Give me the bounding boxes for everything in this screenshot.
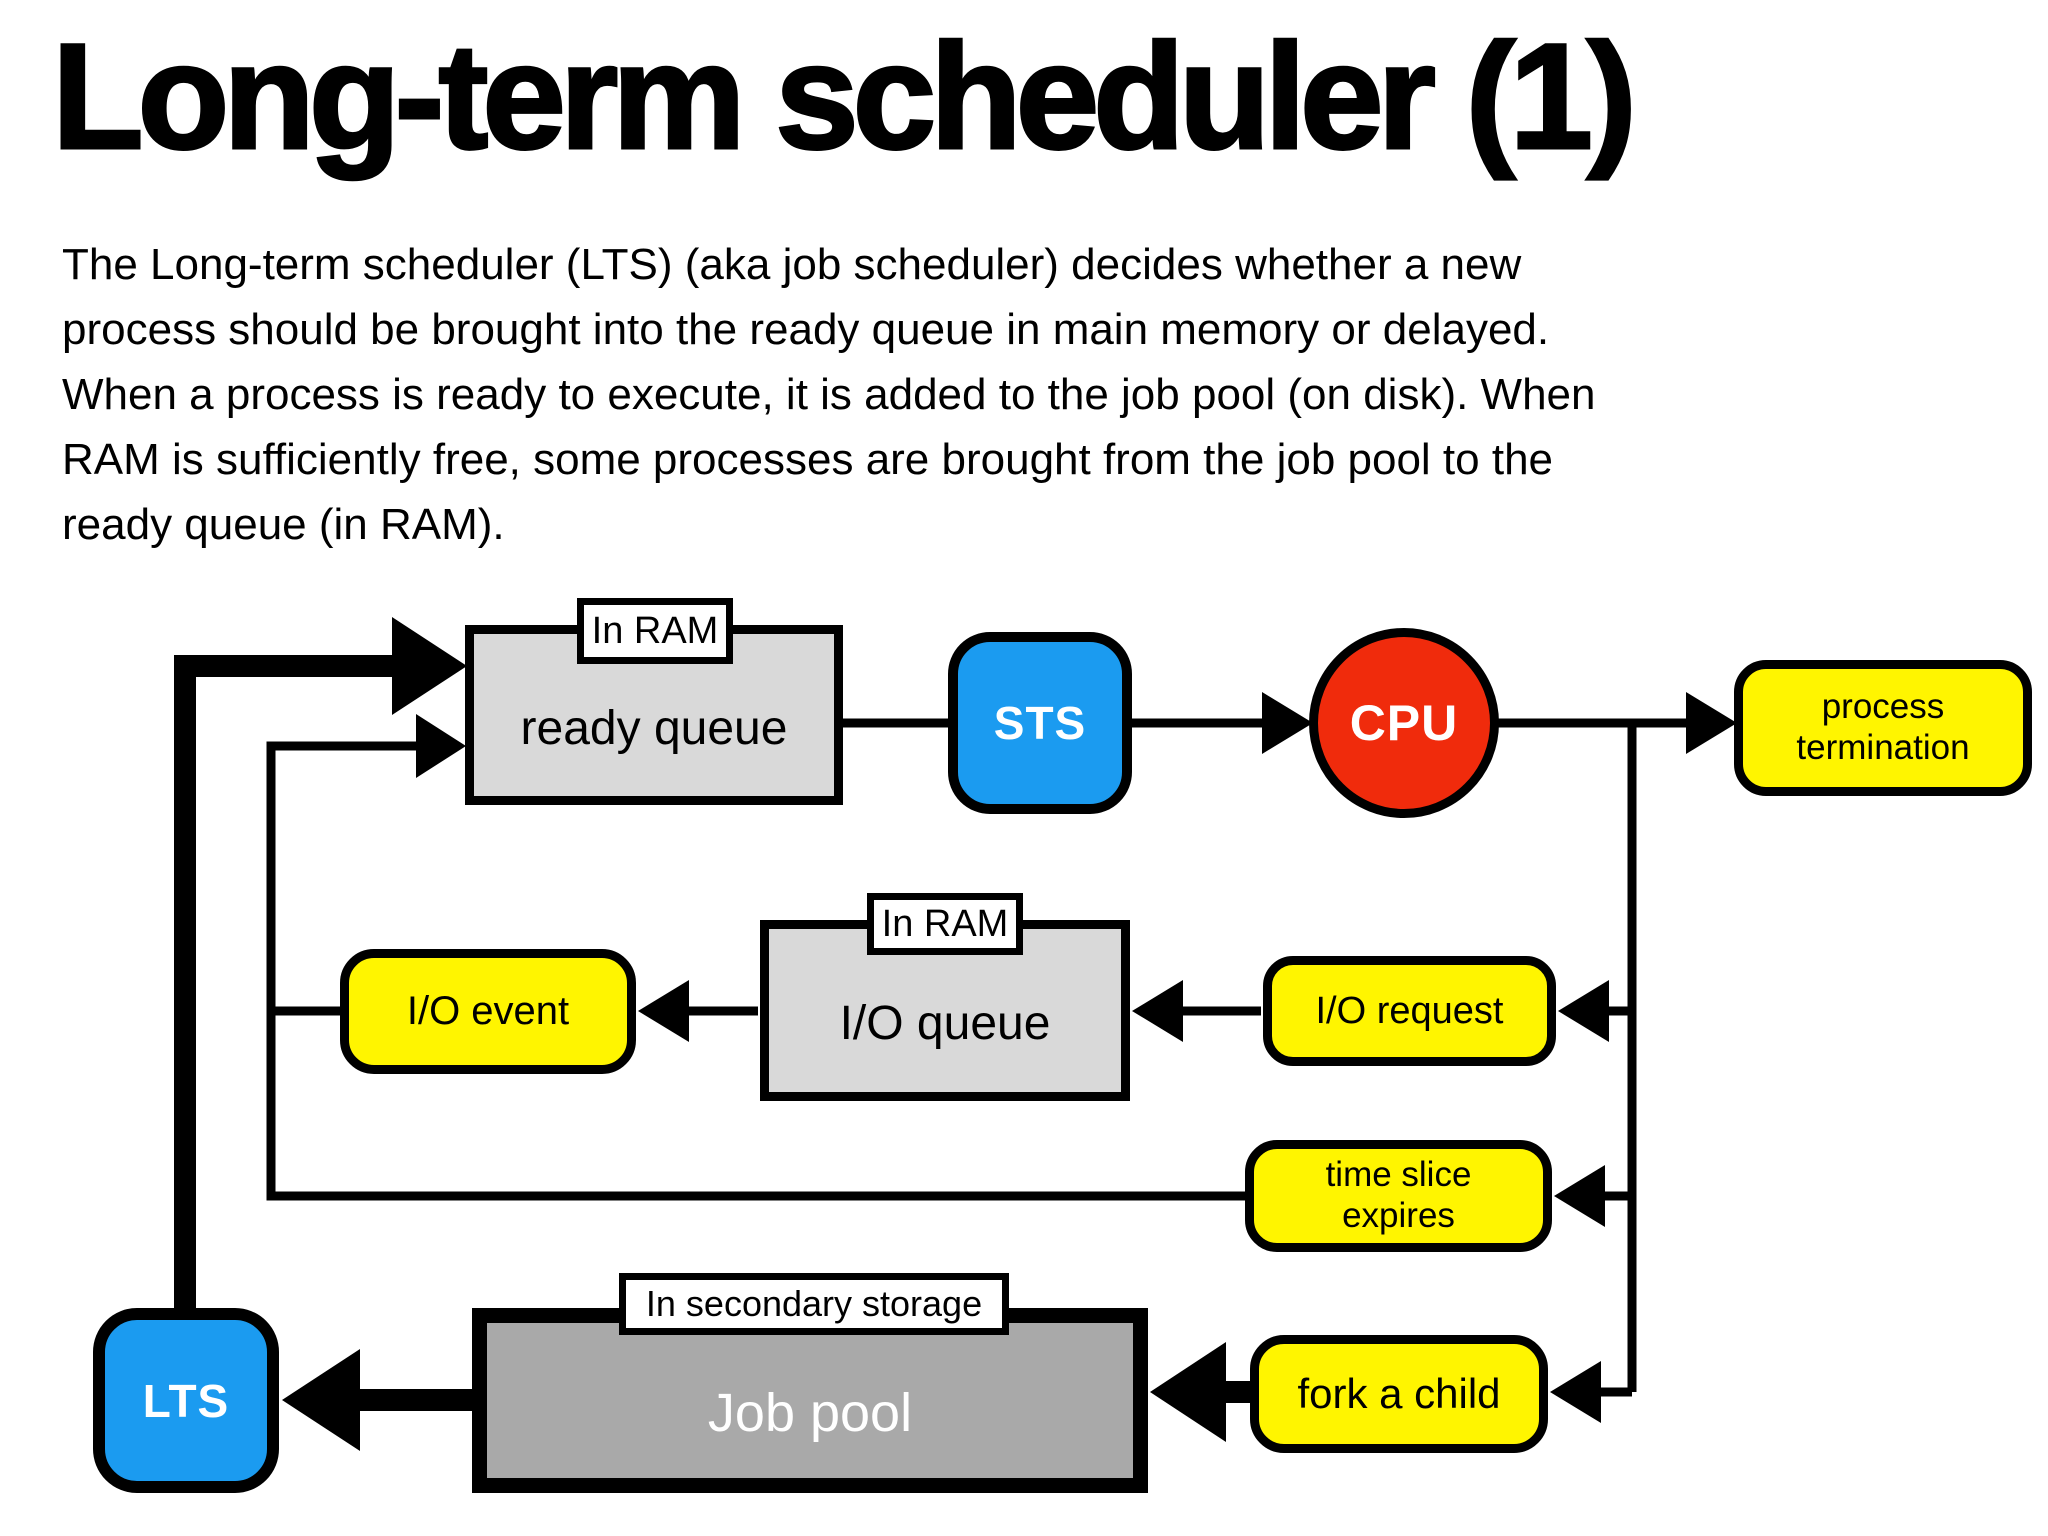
ready-queue-label: ready queue	[520, 701, 788, 755]
description-line: The Long-term scheduler (LTS) (aka job s…	[62, 240, 1522, 289]
sts-box: STS	[948, 632, 1132, 814]
job-pool-box: Job pool	[472, 1308, 1148, 1493]
ready-queue-box: ready queue	[465, 625, 843, 805]
arrow-fork-to-job-pool	[1150, 1342, 1252, 1442]
arrow-io-request-to-io-queue	[1132, 980, 1261, 1042]
time-slice-expires-box: time slice expires	[1245, 1140, 1552, 1252]
arrow-lts-to-ready-queue	[174, 617, 467, 1310]
description-paragraph: The Long-term scheduler (LTS) (aka job s…	[62, 232, 1596, 557]
cpu-circle: CPU	[1309, 628, 1499, 818]
arrow-return-to-ready-queue	[266, 714, 1247, 1201]
io-request-box: I/O request	[1263, 956, 1556, 1066]
cpu-label: CPU	[1349, 695, 1459, 751]
description-line: When a process is ready to execute, it i…	[62, 370, 1596, 419]
lts-label: LTS	[142, 1374, 230, 1427]
in-ram-tag: In RAM	[867, 893, 1023, 955]
in-secondary-storage-tag: In secondary storage	[619, 1273, 1009, 1335]
job-pool-label: Job pool	[707, 1382, 913, 1443]
arrow-to-time-slice	[1554, 1165, 1632, 1227]
description-line: RAM is sufficiently free, some processes…	[62, 435, 1554, 484]
page-title: Long-term scheduler (1)	[51, 12, 1639, 180]
io-event-box: I/O event	[340, 949, 636, 1074]
description-line: process should be brought into the ready…	[62, 305, 1550, 354]
process-termination-box: process termination	[1734, 660, 2032, 796]
lts-box: LTS	[93, 1308, 279, 1493]
arrow-cpu-to-process-termination	[1495, 692, 1737, 754]
arrow-io-queue-to-io-event	[638, 980, 758, 1042]
arrow-job-pool-to-lts	[282, 1349, 474, 1451]
description-line: ready queue (in RAM).	[62, 500, 505, 549]
arrow-sts-to-cpu	[1128, 692, 1313, 754]
arrow-to-fork-a-child	[1550, 1361, 1632, 1423]
io-queue-label: I/O queue	[839, 997, 1051, 1050]
in-ram-tag: In RAM	[577, 598, 733, 664]
fork-a-child-box: fork a child	[1250, 1335, 1548, 1453]
arrow-to-io-request	[1558, 980, 1632, 1042]
sts-label: STS	[993, 697, 1087, 749]
